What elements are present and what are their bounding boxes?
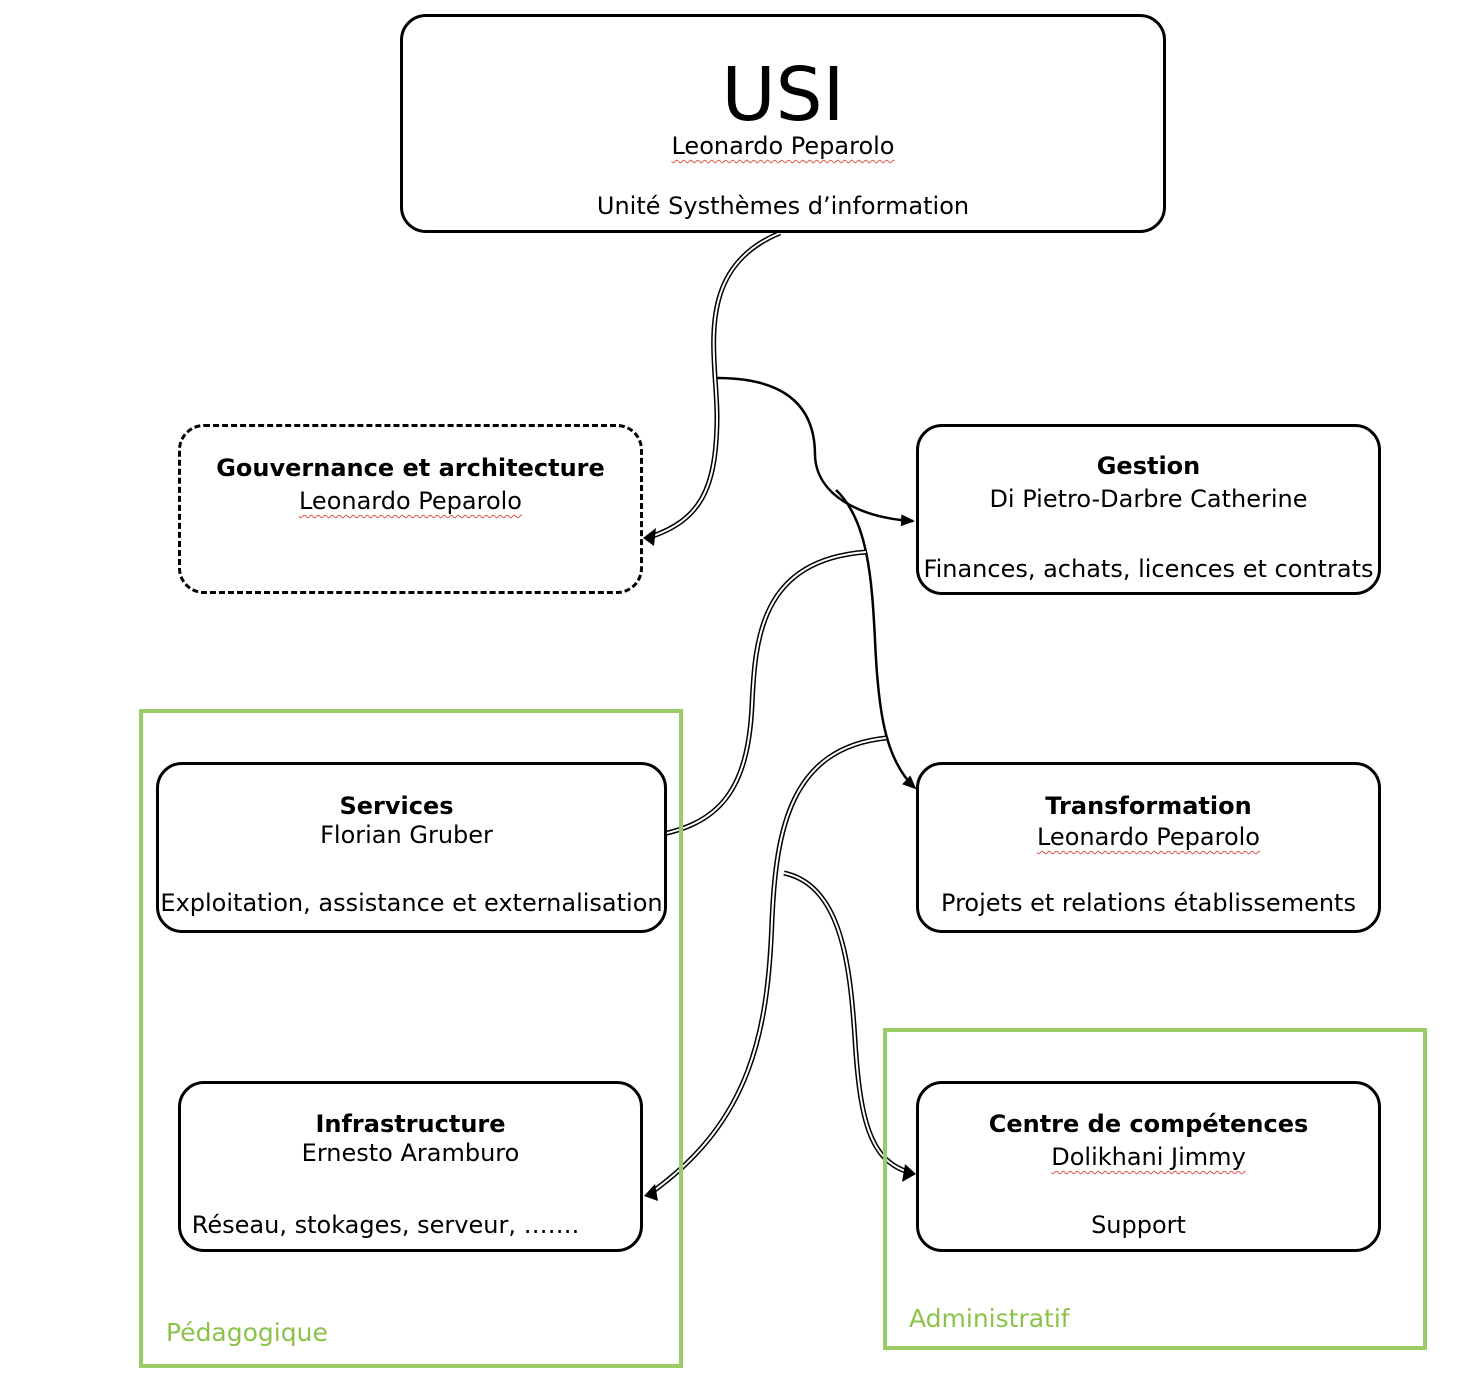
- services-title: Services: [339, 792, 454, 820]
- connector-centre: [783, 870, 916, 1182]
- infrastructure-title: Infrastructure: [315, 1110, 506, 1138]
- usi-person: Leonardo Peparolo: [671, 132, 895, 160]
- connector-infrastructure: [644, 735, 887, 1201]
- centre-title: Centre de compétences: [988, 1110, 1309, 1138]
- connector-usi-gouvernance: [643, 230, 781, 546]
- usi-description: Unité Systhèmes d’information: [596, 192, 970, 220]
- node-services: Services Florian Gruber Exploitation, as…: [156, 762, 667, 933]
- infrastructure-description: Réseau, stokages, serveur, …….: [191, 1211, 580, 1239]
- centre-description: Support: [1091, 1211, 1186, 1239]
- gouvernance-person: Leonardo Peparolo: [298, 487, 522, 515]
- transformation-person: Leonardo Peparolo: [1036, 823, 1260, 851]
- node-gouvernance: Gouvernance et architecture Leonardo Pep…: [178, 424, 643, 594]
- services-description: Exploitation, assistance et externalisat…: [160, 889, 663, 917]
- centre-person: Dolikhani Jimmy: [1051, 1143, 1246, 1171]
- node-usi: USI Leonardo Peparolo Unité Systhèmes d’…: [400, 14, 1166, 233]
- group-administratif: [883, 1028, 1427, 1350]
- transformation-description: Projets et relations établissements: [941, 889, 1356, 917]
- gouvernance-title: Gouvernance et architecture: [216, 454, 605, 482]
- group-pedagogique: [139, 709, 683, 1368]
- infrastructure-person: Ernesto Aramburo: [301, 1139, 520, 1167]
- usi-title: USI: [721, 52, 845, 138]
- group-label-pedagogique: Pédagogique: [166, 1318, 328, 1347]
- connector-branch-gestion: [716, 376, 915, 527]
- node-gestion: Gestion Di Pietro-Darbre Catherine Finan…: [916, 424, 1381, 595]
- node-transformation: Transformation Leonardo Peparolo Projets…: [916, 762, 1381, 933]
- group-label-administratif: Administratif: [909, 1304, 1070, 1333]
- node-infrastructure: Infrastructure Ernesto Aramburo Réseau, …: [178, 1081, 643, 1252]
- node-centre-competences: Centre de compétences Dolikhani Jimmy Su…: [916, 1081, 1381, 1252]
- connector-branch-transformation: [835, 489, 917, 790]
- transformation-title: Transformation: [1045, 792, 1252, 820]
- gestion-title: Gestion: [1096, 452, 1201, 480]
- services-person: Florian Gruber: [320, 821, 493, 849]
- gestion-description: Finances, achats, licences et contrats: [923, 555, 1374, 583]
- gestion-person: Di Pietro-Darbre Catherine: [989, 485, 1308, 513]
